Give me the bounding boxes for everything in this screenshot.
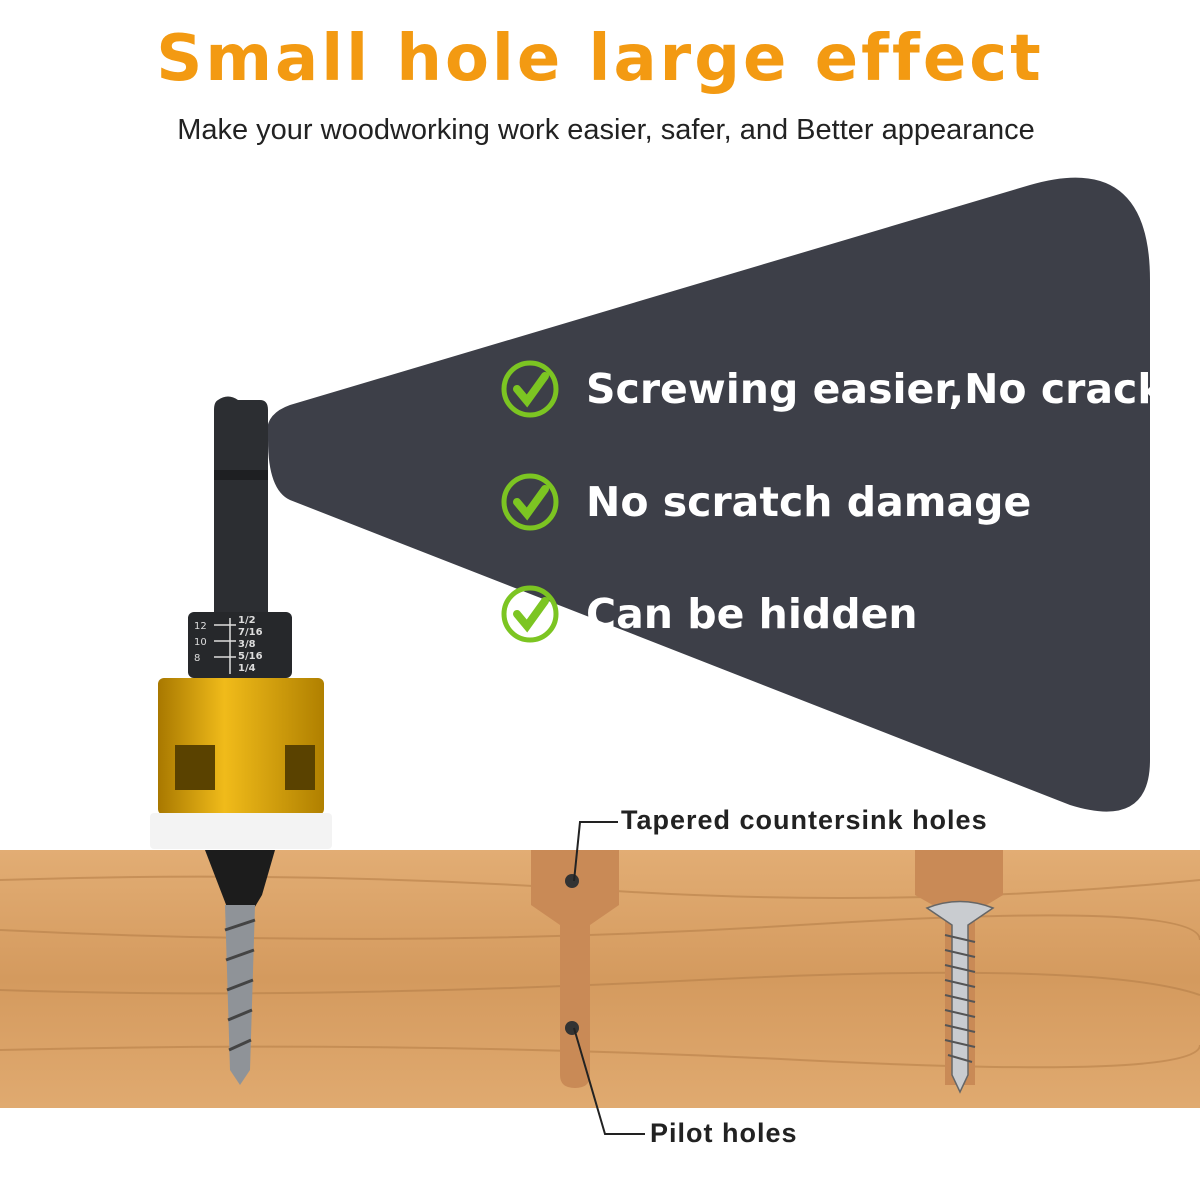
feature-item: Screwing easier,No crack	[500, 357, 1165, 421]
check-circle-icon	[501, 473, 559, 531]
scale-mark: 5/16	[238, 651, 263, 662]
feature-item: No scratch damage	[500, 470, 1031, 534]
countersink-label: Tapered countersink holes	[621, 805, 988, 835]
feature-text: Can be hidden	[586, 590, 918, 638]
scale-left: 12 10 8	[194, 619, 207, 667]
pilot-label: Pilot holes	[650, 1118, 798, 1148]
feature-item: Can be hidden	[500, 582, 918, 646]
feature-text: Screwing easier,No crack	[586, 365, 1165, 413]
check-circle-icon	[501, 360, 559, 418]
scale-mark: 1/4	[238, 663, 256, 674]
feature-text: No scratch damage	[586, 478, 1032, 526]
countersink-hole	[531, 850, 619, 1088]
scale-mark: 7/16	[238, 627, 263, 638]
headline: Small hole large effect	[156, 22, 1044, 96]
scale-right: 1/2 7/16 3/8 5/16 1/4	[238, 615, 263, 675]
scale-mark: 3/8	[238, 639, 256, 650]
drill-bit	[150, 396, 332, 1085]
feature-panel	[266, 177, 1150, 812]
subtitle: Make your woodworking work easier, safer…	[177, 114, 1035, 146]
scale-mark: 8	[194, 653, 201, 664]
scale-mark: 10	[194, 637, 207, 648]
scale-mark: 12	[194, 621, 207, 632]
screw	[925, 900, 995, 1094]
scale-mark: 1/2	[238, 615, 256, 626]
check-circle-icon	[501, 585, 559, 643]
